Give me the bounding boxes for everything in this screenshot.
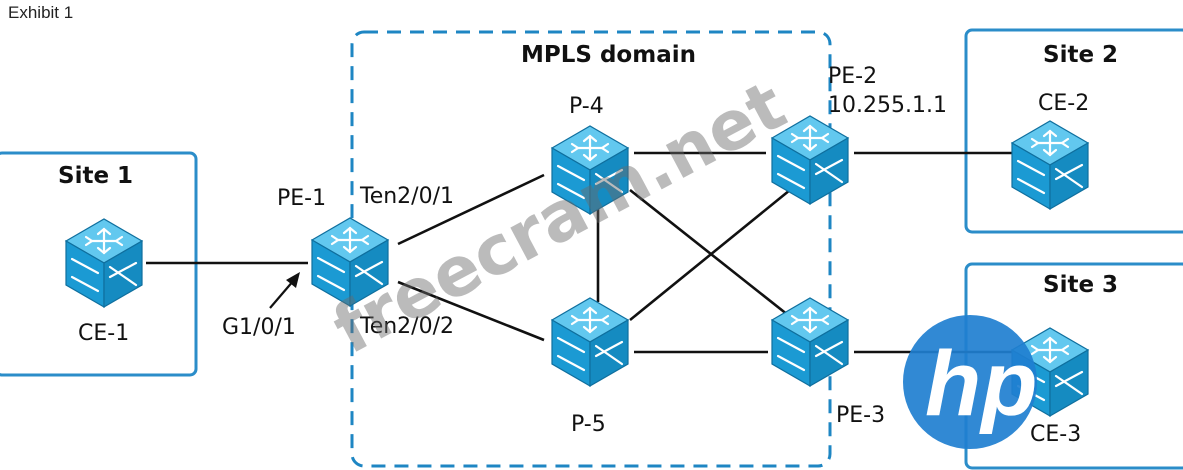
ce-1-switch-icon: [64, 217, 144, 309]
site-2-title: Site 2: [1043, 42, 1118, 68]
p-5-switch-icon: [550, 296, 630, 388]
link-p4-pe3: [629, 188, 789, 317]
link-p5-pe2: [629, 188, 791, 322]
ce-1-label: CE-1: [78, 321, 129, 346]
site-3-title: Site 3: [1043, 272, 1118, 298]
mpls-domain-title: MPLS domain: [521, 42, 696, 68]
pe-1-label: PE-1: [277, 186, 326, 211]
link-pe1-p4: [397, 173, 545, 246]
pe-2-address: 10.255.1.1: [828, 93, 947, 118]
interface-g1-label: G1/0/1: [222, 315, 296, 340]
ce-2-label: CE-2: [1038, 91, 1089, 116]
p-5-label: P-5: [571, 412, 606, 437]
interface-pointer-arrow: [269, 272, 300, 309]
site-2-box: [964, 28, 1183, 234]
mpls-domain-boundary: [350, 30, 832, 468]
p-4-label: P-4: [569, 94, 604, 119]
pe-3-label: PE-3: [836, 403, 885, 428]
pe-2-label: PE-2: [828, 64, 877, 89]
interface-ten2-label: Ten2/0/2: [359, 314, 454, 339]
site-1-title: Site 1: [58, 163, 133, 189]
link-pe1-p5: [397, 280, 545, 342]
ce-2-switch-icon: [1010, 119, 1090, 211]
hp-logo-text: hp: [925, 333, 1037, 435]
hp-logo-watermark: hp: [903, 315, 1037, 449]
exhibit-label: Exhibit 1: [8, 3, 73, 22]
interface-ten1-label: Ten2/0/1: [359, 184, 454, 209]
ce-3-label: CE-3: [1030, 422, 1081, 447]
